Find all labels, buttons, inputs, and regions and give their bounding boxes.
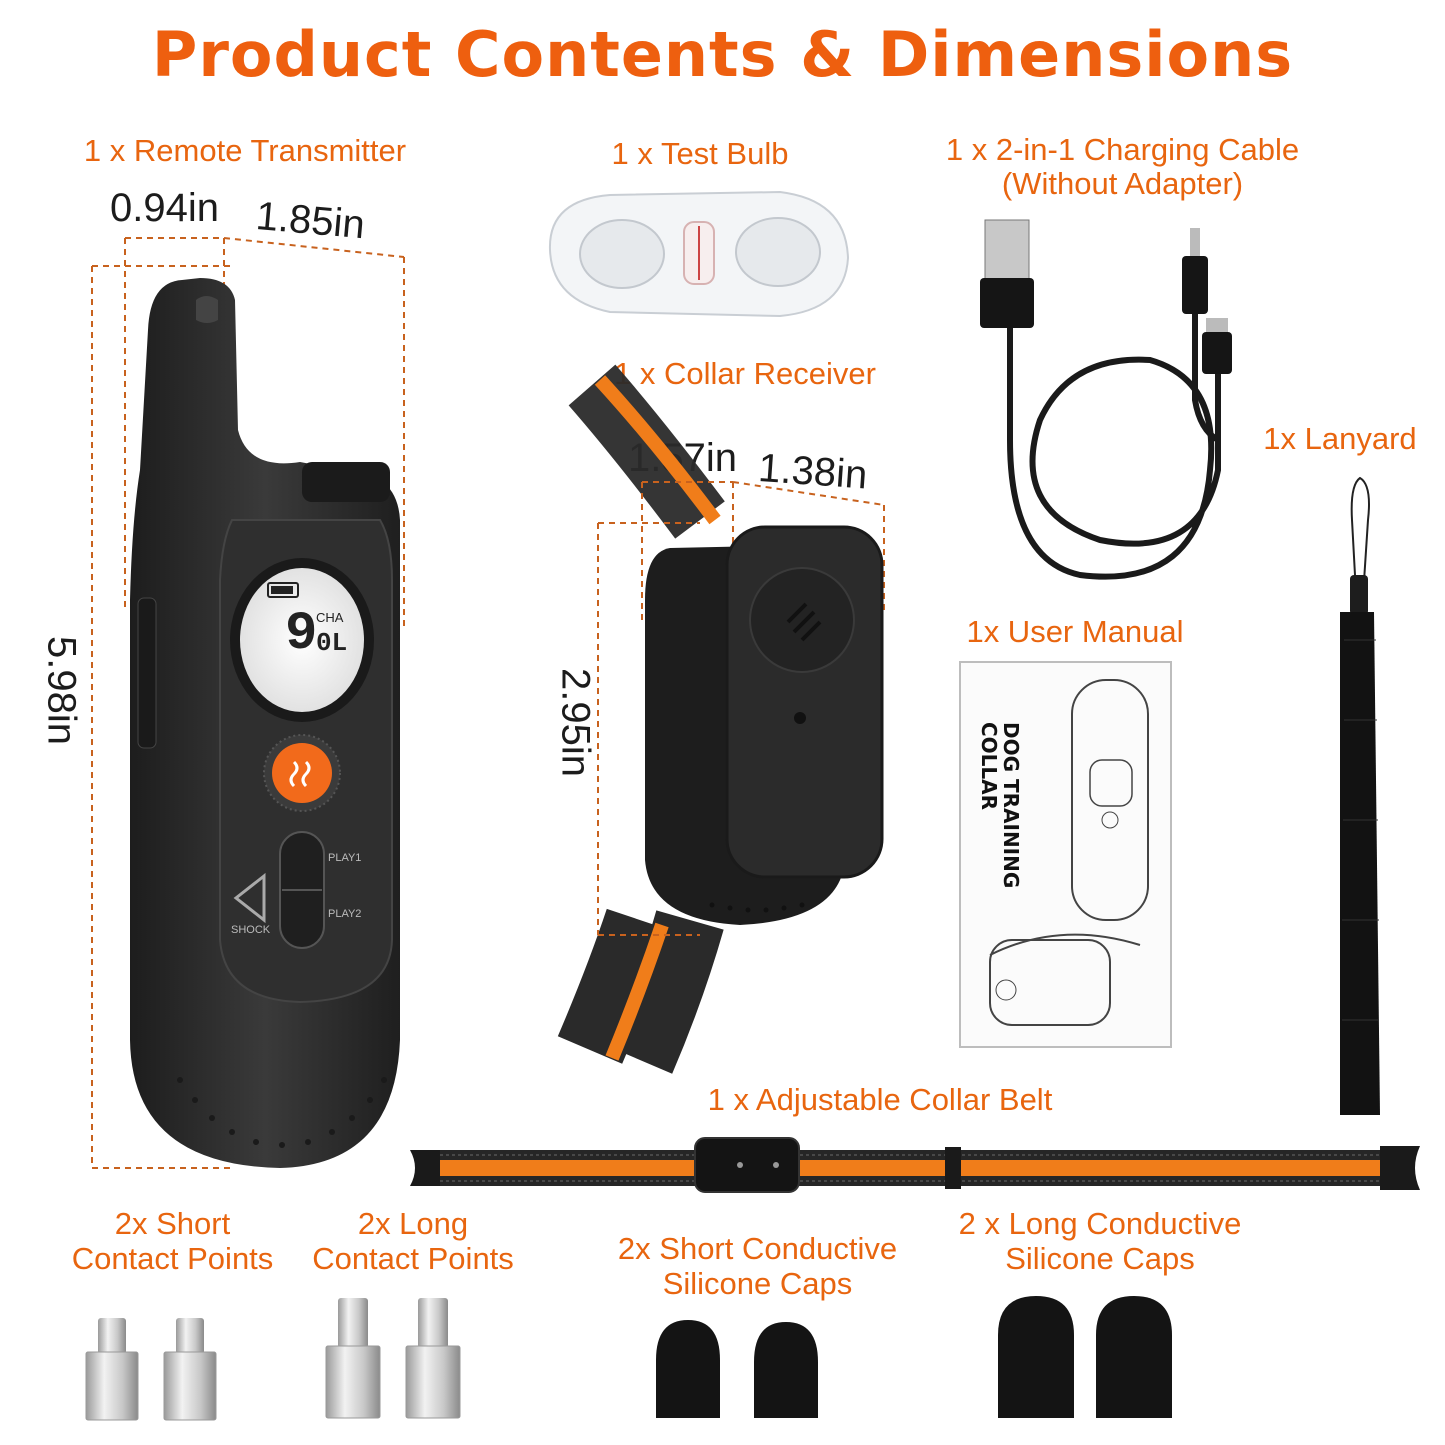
long-contact-points <box>325 1298 461 1419</box>
short-silicone-caps <box>656 1320 818 1418</box>
belt-label: 1 x Adjustable Collar Belt <box>707 1082 1053 1117</box>
remote-label: 1 x Remote Transmitter <box>83 133 407 168</box>
page-title: Product Contents & Dimensions <box>151 18 1294 91</box>
short-caps-label-line2: Silicone Caps <box>662 1266 853 1301</box>
micro-usb-plug <box>1202 318 1232 374</box>
dc-plug <box>1182 228 1208 314</box>
long-points-label-line1: 2x Long <box>357 1206 469 1241</box>
remote-transmitter <box>130 278 400 1168</box>
bulb-label: 1 x Test Bulb <box>611 136 789 171</box>
play2-label: PLAY2 <box>328 908 362 920</box>
long-caps-label-line1: 2 x Long Conductive <box>958 1206 1242 1241</box>
remote-screen-channel-digit: 9 <box>285 604 318 665</box>
test-bulb <box>548 190 850 318</box>
remote-depth-dimension: 0.94in <box>110 186 219 230</box>
manual-cover-line2: COLLAR <box>977 722 1001 811</box>
shock-label: SHOCK <box>231 924 271 936</box>
short-points-label-line2: Contact Points <box>71 1241 274 1276</box>
manual-cover-line1: DOG TRAINING <box>999 722 1023 889</box>
short-points-label-line1: 2x Short <box>114 1206 231 1241</box>
short-caps-label-line1: 2x Short Conductive <box>617 1231 898 1266</box>
collar-strap <box>557 364 725 1074</box>
play1-label: PLAY1 <box>328 852 362 864</box>
long-silicone-caps <box>998 1296 1172 1418</box>
cable-label-line2: (Without Adapter) <box>1001 166 1244 201</box>
remote-screen-cha: CHA <box>316 610 344 625</box>
short-contact-points <box>85 1318 217 1421</box>
collar-receiver <box>645 525 884 925</box>
cable-label-line1: 1 x 2-in-1 Charging Cable <box>945 132 1300 167</box>
manual-label: 1x User Manual <box>966 614 1184 649</box>
lanyard-label: 1x Lanyard <box>1263 421 1417 456</box>
receiver-label: 1 x Collar Receiver <box>614 356 876 391</box>
usb-plug <box>980 219 1034 328</box>
collar-belt <box>410 1137 1420 1193</box>
charging-cable <box>1007 300 1221 580</box>
remote-screen-level: 0L <box>316 628 348 658</box>
long-points-label-line2: Contact Points <box>312 1241 514 1276</box>
user-manual <box>959 661 1172 1048</box>
long-caps-label-line2: Silicone Caps <box>1005 1241 1195 1276</box>
lanyard <box>1340 476 1380 1115</box>
